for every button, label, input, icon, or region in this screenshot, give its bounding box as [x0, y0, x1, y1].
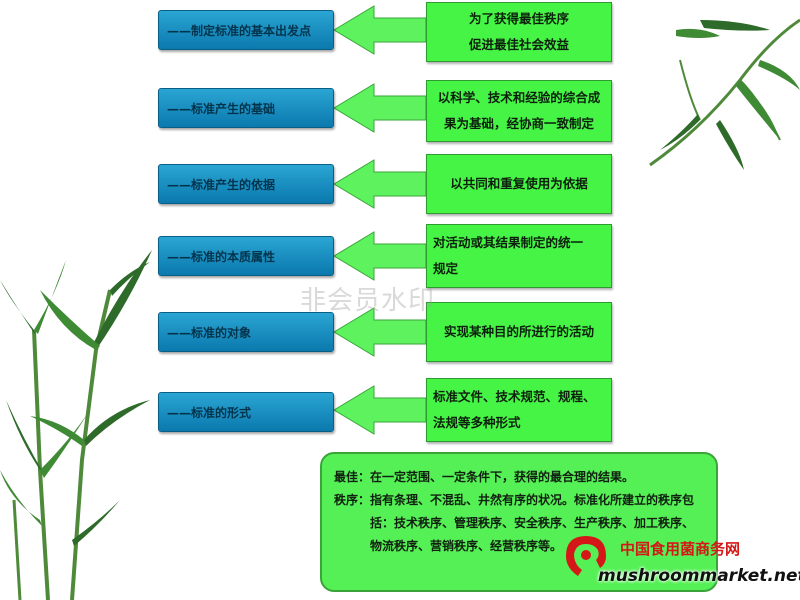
concept-box-foundation: ——标准产生的基础 — [158, 88, 334, 128]
note-text: 在一定范围、一定条件下，获得的最合理的结果。 — [370, 470, 635, 484]
note-term: 最佳： — [334, 470, 371, 484]
brand-url: mushroommarket.net — [598, 566, 800, 586]
concept-box-essential-attribute: ——标准的本质属性 — [158, 236, 334, 276]
concept-label: ——标准的对象 — [167, 325, 252, 340]
definition-line: 标准文件、技术规范、规程、 — [433, 389, 596, 404]
arrow-row-0 — [333, 5, 427, 55]
definition-box-basis: 以共同和重复使用为依据 — [426, 154, 612, 214]
definition-line: 实现某种目的所进行的活动 — [443, 324, 594, 339]
concept-box-basic-starting-point: ——制定标准的基本出发点 — [158, 10, 334, 50]
arrow-row-5 — [333, 385, 427, 435]
brand-name: 中国食用菌商务网 — [620, 540, 741, 558]
arrow-row-2 — [333, 159, 427, 209]
definition-box-form: 标准文件、技术规范、规程、 法规等多种形式 — [426, 378, 612, 442]
concept-box-object: ——标准的对象 — [158, 312, 334, 352]
definition-line: 法规等多种形式 — [433, 415, 521, 430]
note-box: 最佳： 在一定范围、一定条件下，获得的最合理的结果。 秩序： 指有条理、不混乱、… — [320, 452, 718, 592]
definition-box-object: 实现某种目的所进行的活动 — [426, 302, 612, 362]
note-line-optimum: 最佳： 在一定范围、一定条件下，获得的最合理的结果。 — [334, 466, 704, 489]
definition-line: 以科学、技术和经验的综合成 — [437, 90, 601, 105]
concept-label: ——标准产生的基础 — [167, 101, 276, 116]
arrow-row-1 — [333, 83, 427, 133]
definition-box-basic-starting-point: 为了获得最佳秩序 促进最佳社会效益 — [426, 2, 612, 62]
concept-label: ——标准的形式 — [167, 405, 252, 420]
definition-line: 为了获得最佳秩序 — [468, 11, 569, 26]
note-text: 指有条理、不混乱、井然有序的状况。标准化所建立的秩序包括：技术秩序、管理秩序、安… — [370, 493, 695, 553]
brand-logo-icon — [566, 536, 606, 576]
definition-line: 对活动或其结果制定的统一 — [433, 235, 584, 250]
concept-label: ——标准产生的依据 — [167, 177, 276, 192]
note-line-order: 秩序： 指有条理、不混乱、井然有序的状况。标准化所建立的秩序包括：技术秩序、管理… — [334, 489, 704, 558]
concept-box-form: ——标准的形式 — [158, 392, 334, 432]
watermark-text: 非会员水印 — [300, 286, 436, 316]
arrow-row-3 — [333, 231, 427, 281]
definition-line: 果为基础，经协商一致制定 — [443, 116, 594, 131]
definition-line: 以共同和重复使用为依据 — [450, 176, 588, 191]
concept-label: ——制定标准的基本出发点 — [167, 23, 312, 38]
concept-label: ——标准的本质属性 — [167, 249, 276, 264]
concept-box-basis: ——标准产生的依据 — [158, 164, 334, 204]
brand-watermark: 中国食用菌商务网 mushroommarket.net — [556, 522, 800, 600]
definition-line: 促进最佳社会效益 — [468, 37, 569, 52]
note-term: 秩序： — [334, 493, 371, 507]
definition-box-foundation: 以科学、技术和经验的综合成 果为基础，经协商一致制定 — [426, 80, 612, 142]
definition-box-essential-attribute: 对活动或其结果制定的统一 规定 — [426, 224, 612, 288]
definition-line: 规定 — [433, 261, 459, 276]
